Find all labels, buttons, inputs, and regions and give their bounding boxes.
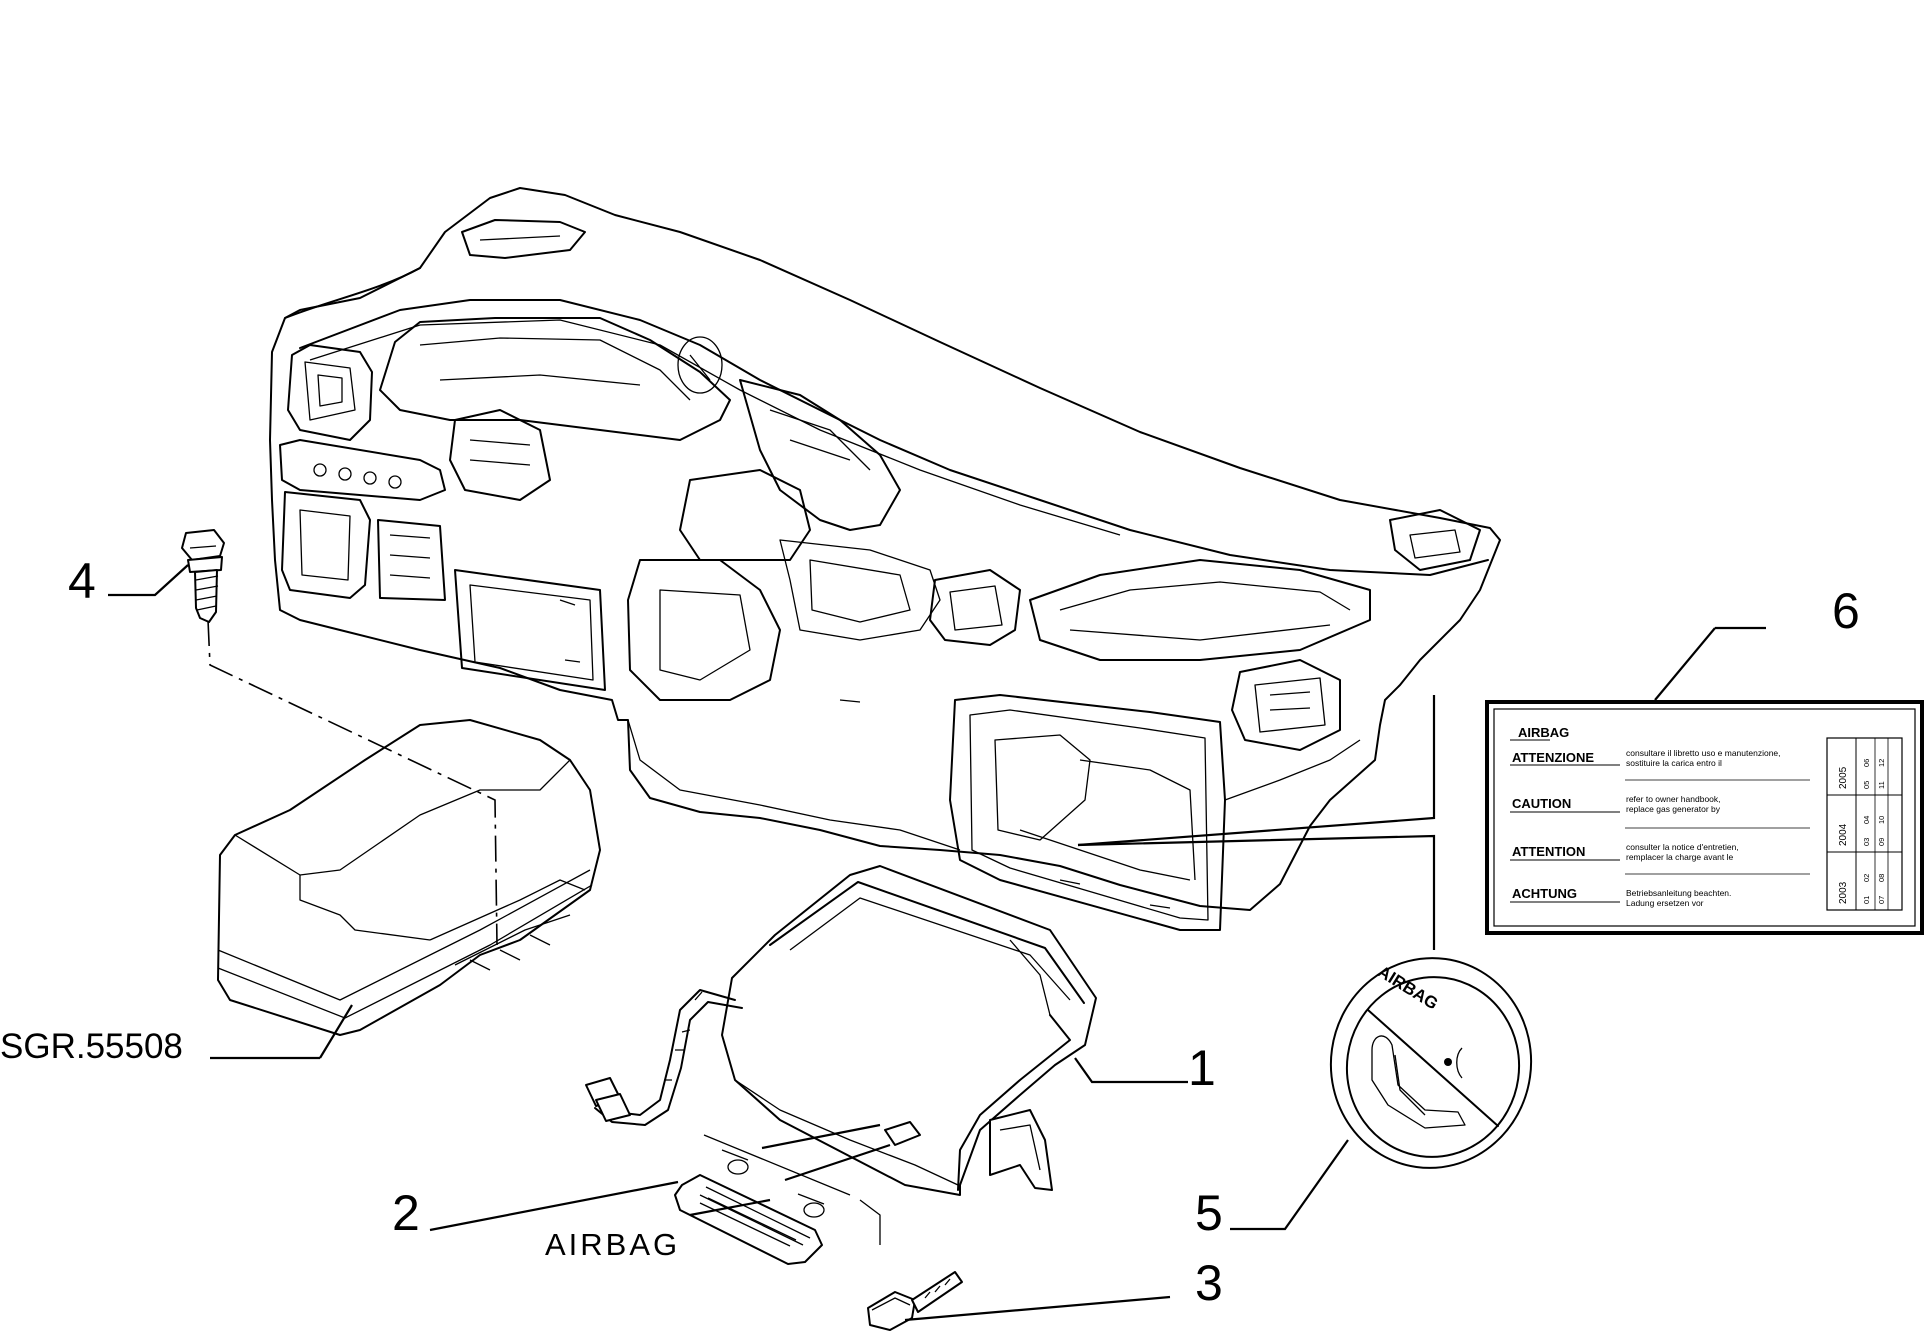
bolt-4 [181,529,225,623]
label-month: 08 [1877,874,1886,882]
airbag-module [585,865,1097,1196]
screw-3 [867,1271,963,1331]
label-year-2005: 2005 [1838,766,1849,789]
label-month: 10 [1877,816,1886,824]
label-month: 04 [1862,816,1871,824]
label-heading-de: ACHTUNG [1512,886,1577,901]
label-month: 02 [1862,874,1871,882]
label-month: 01 [1862,896,1871,904]
label-heading-fr: ATTENTION [1512,844,1585,859]
callout-1: 1 [1188,1040,1216,1096]
airbag-cover-strip [674,1134,881,1265]
label-month: 12 [1877,759,1886,767]
airbag-warning-label [1485,700,1924,935]
label-month: 03 [1862,838,1871,846]
label-month: 05 [1862,781,1871,789]
label-line-en-2: replace gas generator by [1626,804,1721,814]
label-line-de-1: Betriebsanleitung beachten. [1626,888,1731,898]
label-line-de-2: Ladung ersetzen vor [1626,898,1704,908]
leader-lines [108,564,1766,1322]
label-heading-en: CAUTION [1512,796,1571,811]
callout-4: 4 [68,553,96,609]
cover-airbag-text: AIRBAG [545,1227,680,1262]
callout-2: 2 [392,1185,420,1241]
label-month: 09 [1877,838,1886,846]
label-line-it-2: sostituire la carica entro il [1626,758,1722,768]
bolt-alignment-line [207,619,498,946]
label-line-fr-1: consulter la notice d'entretien, [1626,842,1739,852]
disc-airbag-text: AIRBAG [1374,962,1441,1014]
label-title: AIRBAG [1518,725,1569,740]
label-year-2003: 2003 [1838,881,1849,904]
callout-6: 6 [1832,583,1860,639]
label-year-2004: 2004 [1838,823,1849,846]
label-line-en-1: refer to owner handbook, [1626,794,1721,804]
callout-5: 5 [1195,1185,1223,1241]
label-month: 07 [1877,896,1886,904]
airbag-control-unit [217,719,601,1036]
airbag-warning-disc [1329,957,1533,1169]
label-month: 06 [1862,759,1871,767]
callout-3: 3 [1195,1255,1223,1311]
label-line-it-1: consultare il libretto uso e manutenzion… [1626,748,1781,758]
label-heading-it: ATTENZIONE [1512,750,1594,765]
dashboard-assembly [269,187,1501,931]
control-unit-reference: SGR.55508 [0,1027,183,1066]
label-month: 11 [1877,781,1886,789]
label-line-fr-2: remplacer la charge avant le [1626,852,1734,862]
